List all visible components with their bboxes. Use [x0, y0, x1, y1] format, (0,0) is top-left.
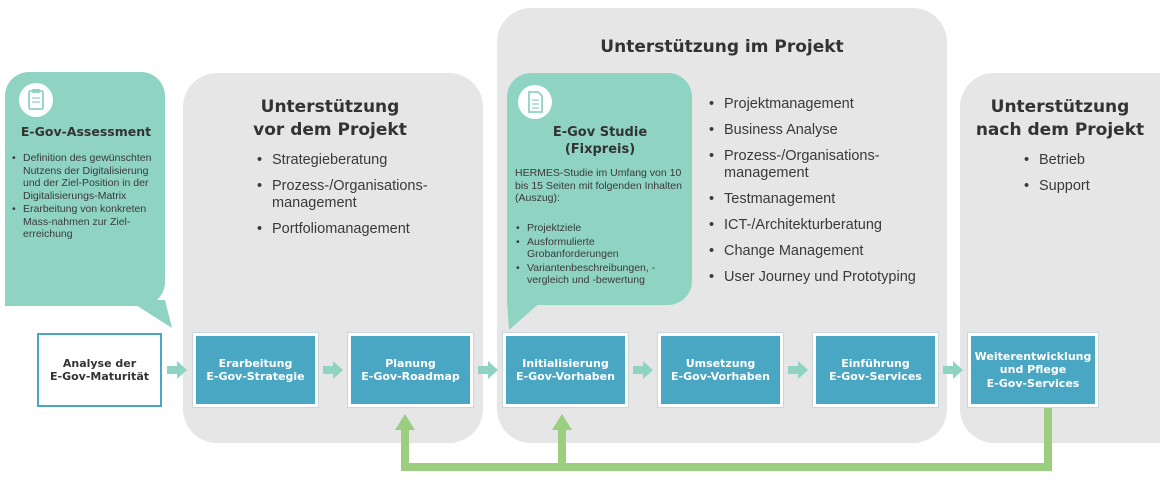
step-label: Erarbeitung [218, 356, 293, 370]
assessment-bullets: Definition des gewünschten Nutzens der D… [11, 152, 159, 242]
during-bullet: Business Analyse [707, 122, 942, 139]
after-title-line1: Unterstützung [990, 97, 1130, 117]
step-umsetzung-vorhaben: Umsetzung E-Gov-Vorhaben [658, 333, 783, 407]
studie-bullet: Projektziele [515, 222, 687, 235]
step-erarbeitung-strategie: Erarbeitung E-Gov-Strategie [193, 333, 318, 407]
during-title: Unterstützung im Projekt [600, 37, 844, 57]
step-label: Umsetzung [685, 356, 756, 370]
studie-bullet: Variantenbeschreibungen, -vergleich und … [515, 262, 687, 287]
step-label: E-Gov-Vorhaben [671, 370, 770, 383]
step-label: Einführung [841, 356, 910, 370]
during-bullet: Prozess-/Organisations-management [707, 148, 904, 182]
arrow-right-icon [943, 361, 963, 379]
arrow-right-icon [323, 361, 343, 379]
before-bullet: Strategieberatung [255, 152, 475, 169]
assessment-bullet: Definition des gewünschten Nutzens der D… [11, 152, 159, 202]
step-label: Weiterentwicklung [974, 349, 1092, 363]
before-title-line2: vor dem Projekt [253, 120, 407, 140]
step-weiterentwicklung-services: Weiterentwicklung und Pflege E-Gov-Servi… [968, 333, 1098, 407]
step-label: Planung [385, 356, 436, 370]
step-planung-roadmap: Planung E-Gov-Roadmap [348, 333, 473, 407]
arrow-right-icon [478, 361, 498, 379]
before-bullets: Strategieberatung Prozess-/Organisations… [255, 152, 475, 247]
step-label: E-Gov-Strategie [206, 370, 305, 383]
step-label: Initialisierung [522, 356, 609, 370]
step-analyse-maturitaet: Analyse der E-Gov-Maturität [37, 333, 162, 407]
during-bullet: User Journey und Prototyping [707, 269, 942, 286]
step-label: E-Gov-Vorhaben [516, 370, 615, 383]
during-bullet: ICT-/Architekturberatung [707, 217, 942, 234]
clipboard-icon [19, 83, 53, 117]
document-icon [518, 85, 552, 119]
step-label: Analyse der [62, 356, 137, 370]
studie-title-line2: (Fixpreis) [564, 142, 636, 157]
during-bullets: Projektmanagement Business Analyse Proze… [707, 96, 942, 295]
studie-title: E-Gov Studie (Fixpreis) [510, 124, 690, 158]
step-label: E-Gov-Maturität [50, 370, 149, 383]
studie-bullets: Projektziele Ausformulierte Grobanforder… [515, 222, 687, 288]
assessment-bullet: Erarbeitung von konkreten Mass-nahmen zu… [11, 203, 159, 241]
before-bullet: Prozess-/Organisations-management [255, 178, 442, 212]
during-bullet: Testmanagement [707, 191, 942, 208]
during-bullet: Change Management [707, 243, 942, 260]
arrow-right-icon [788, 361, 808, 379]
studie-bullet: Ausformulierte Grobanforderungen [515, 236, 687, 261]
studie-title-line1: E-Gov Studie [552, 125, 648, 140]
step-label: E-Gov-Roadmap [361, 370, 460, 383]
before-title: Unterstützung vor dem Projekt [215, 96, 445, 142]
assessment-title: E-Gov-Assessment [20, 124, 152, 139]
studie-callout-tail [507, 300, 543, 330]
step-label: E-Gov-Services [829, 370, 922, 383]
step-initialisierung-vorhaben: Initialisierung E-Gov-Vorhaben [503, 333, 628, 407]
arrow-right-icon [633, 361, 653, 379]
after-title-line2: nach dem Projekt [975, 120, 1145, 140]
assessment-callout-tail [128, 300, 172, 328]
step-einfuehrung-services: Einführung E-Gov-Services [813, 333, 938, 407]
after-bullet: Betrieb [1022, 152, 1142, 169]
after-bullets: Betrieb Support [1022, 152, 1142, 204]
after-title: Unterstützung nach dem Projekt [965, 96, 1155, 142]
before-bullet: Portfoliomanagement [255, 221, 475, 238]
studie-intro: HERMES-Studie im Umfang von 10 bis 15 Se… [515, 167, 682, 204]
during-bullet: Projektmanagement [707, 96, 942, 113]
before-title-line1: Unterstützung [260, 97, 400, 117]
step-label: E-Gov-Services [986, 376, 1080, 390]
arrow-right-icon [167, 361, 187, 379]
step-label: und Pflege [999, 363, 1067, 377]
after-bullet: Support [1022, 178, 1142, 195]
